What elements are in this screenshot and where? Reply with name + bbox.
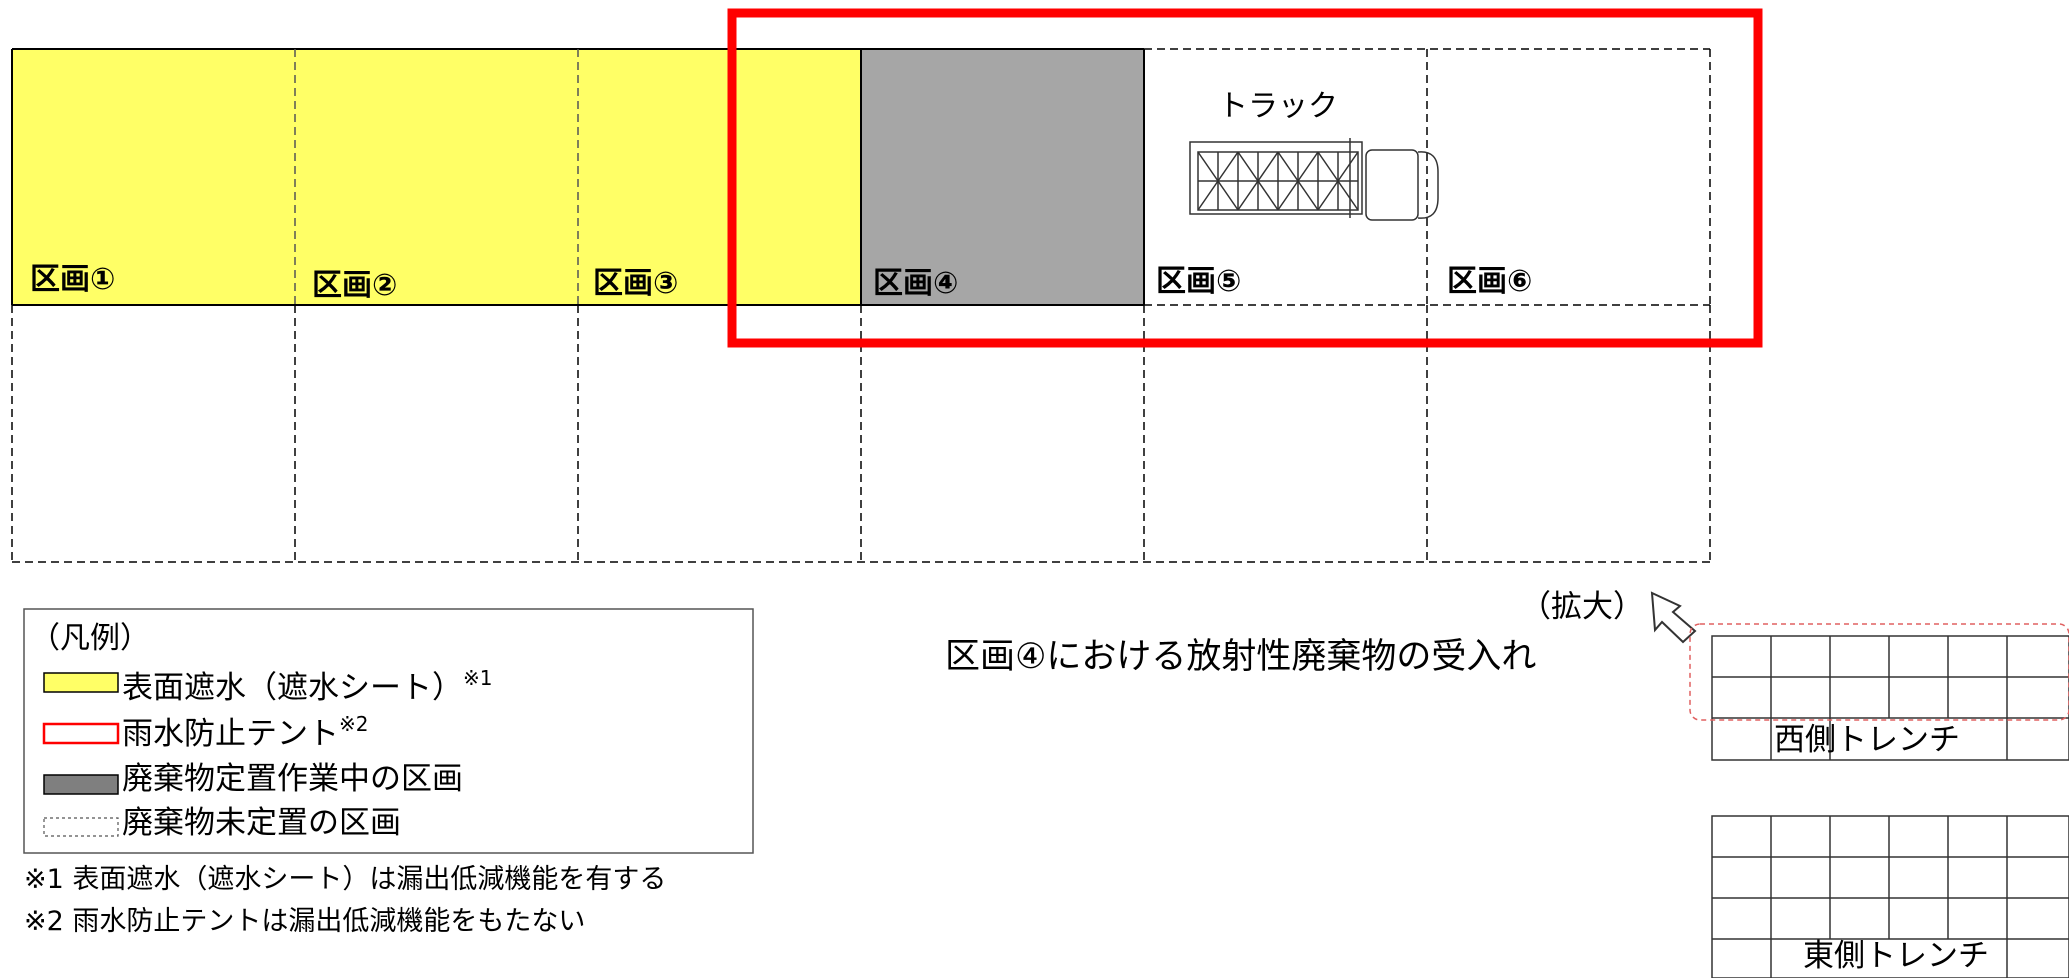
legend-box	[23, 608, 754, 854]
legend-swatch-tent	[42, 722, 120, 745]
legend: （凡例） 表面遮水（遮水シート）※1 雨水防止テント※2 廃棄物定置作業中の区画…	[23, 608, 754, 854]
legend-title: （凡例）	[30, 621, 150, 656]
section-4-fill	[861, 49, 1144, 305]
section-label-6: 区画⑥	[1447, 264, 1532, 299]
section-3-fill	[578, 49, 861, 305]
east-trench-label: 東側トレンチ	[1803, 938, 1989, 974]
caption: 区画④における放射性廃棄物の受入れ	[945, 637, 1536, 677]
section-1-fill	[12, 49, 295, 305]
trench-inset	[1711, 635, 2069, 978]
section-label-2: 区画②	[312, 268, 397, 303]
section-label-3: 区画③	[593, 266, 678, 301]
legend-item-empty: 廃棄物未定置の区画	[122, 805, 401, 841]
legend-swatch-cover	[43, 672, 119, 693]
section-label-5: 区画⑤	[1156, 264, 1241, 299]
section-label-4: 区画④	[873, 266, 958, 301]
legend-item-active: 廃棄物定置作業中の区画	[122, 761, 463, 797]
truck-label: トラック	[1218, 89, 1338, 124]
section-2-fill	[295, 49, 578, 305]
section-label-1: 区画①	[30, 262, 115, 297]
zoom-label: （拡大）	[1520, 589, 1644, 625]
legend-swatch-empty	[43, 817, 119, 837]
note-2: ※2 雨水防止テントは漏出低減機能をもたない	[24, 906, 585, 937]
rain-tent-frame	[727, 8, 1763, 348]
note-1: ※1 表面遮水（遮水シート）は漏出低減機能を有する	[24, 864, 666, 895]
legend-item-cover: 表面遮水（遮水シート）※1	[122, 666, 492, 706]
inset-highlight	[1689, 623, 2069, 721]
legend-swatch-active	[43, 774, 119, 795]
west-trench-label: 西側トレンチ	[1774, 722, 1960, 758]
trench-plan: 区画① 区画② 区画③ 区画④ 区画⑤ 区画⑥ トラック	[11, 48, 1711, 563]
truck-icon	[1189, 138, 1439, 221]
arrow-pointer-icon	[1650, 591, 1697, 644]
legend-item-tent: 雨水防止テント※2	[122, 712, 368, 752]
